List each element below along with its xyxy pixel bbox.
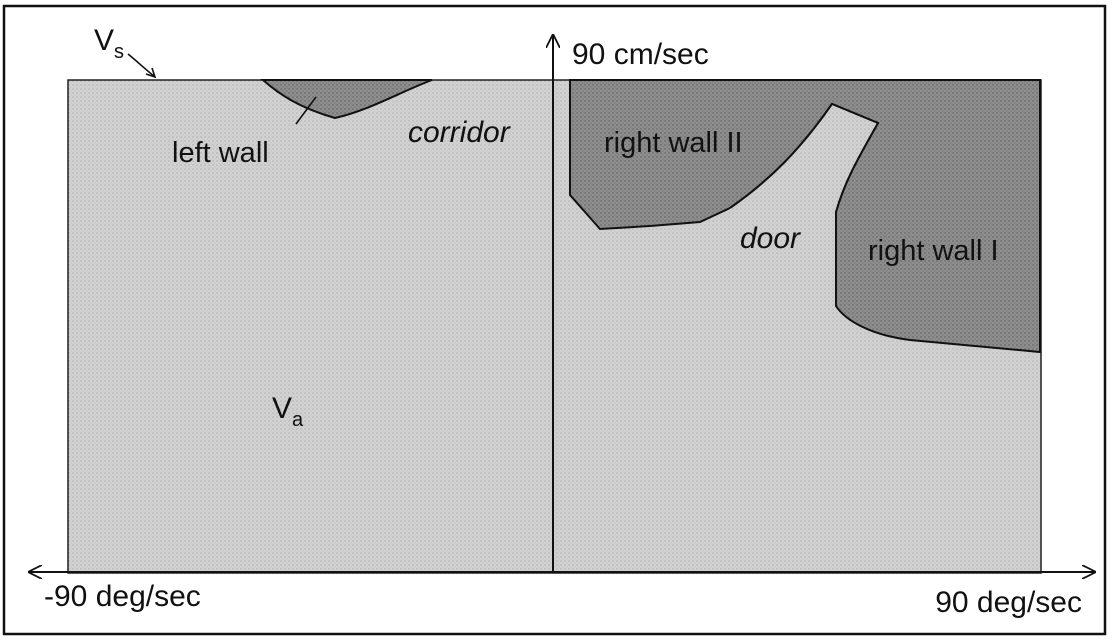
x-axis-left-label: -90 deg/sec bbox=[44, 580, 201, 613]
door-outline bbox=[729, 102, 880, 306]
door-label: door bbox=[740, 222, 801, 255]
right-wall-i-label: right wall I bbox=[868, 235, 999, 267]
door-region bbox=[730, 104, 878, 306]
va-label: Va bbox=[272, 392, 304, 431]
vs-label: Vs bbox=[94, 24, 124, 63]
x-axis-right-label: 90 deg/sec bbox=[935, 586, 1082, 619]
vs-pointer-arrow bbox=[127, 53, 155, 77]
left-wall-region bbox=[260, 79, 433, 120]
vs-pointer-head bbox=[145, 67, 157, 79]
left-wall-label: left wall bbox=[172, 137, 269, 169]
right-wall-ii-label: right wall II bbox=[604, 127, 743, 159]
corridor-label: corridor bbox=[408, 116, 511, 149]
y-axis-label: 90 cm/sec bbox=[572, 38, 709, 71]
left-wall-pointer bbox=[295, 96, 317, 125]
